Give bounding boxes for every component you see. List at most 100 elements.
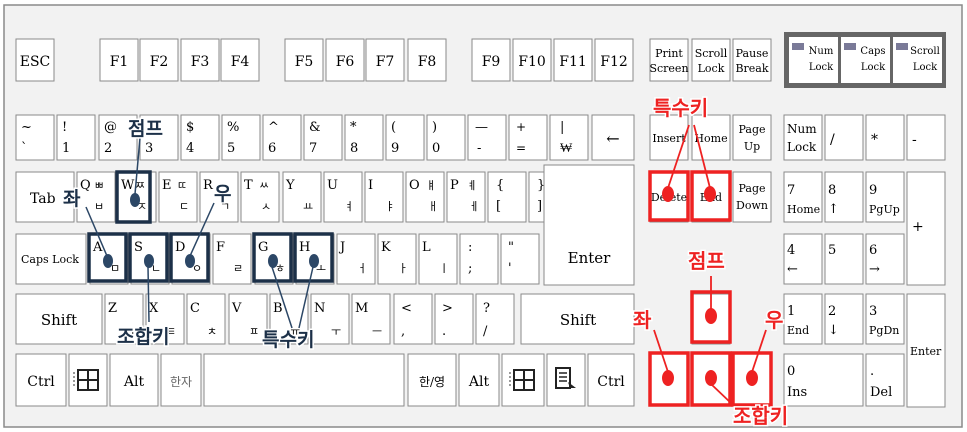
key-t-label: T (244, 178, 253, 193)
key-k-label: K (381, 240, 391, 255)
key-period-label: . (442, 324, 446, 339)
highlight-delete (648, 170, 690, 222)
key-pause-label-1: Pause (736, 47, 769, 60)
key-u-label: U (327, 178, 338, 193)
key-scroll-label-1: Scroll (695, 47, 728, 60)
key-t (240, 171, 280, 223)
key-9 (385, 114, 425, 161)
key-lctrl-label: Ctrl (27, 374, 55, 390)
shift-row: Shift Z ㅋ X ㅌ C ㅊ V ㅍ B ㅠ N ㅜ M ㅡ < , > … (15, 293, 946, 408)
key-7-top: & (309, 120, 321, 135)
key-lbrace: { (496, 178, 504, 193)
key-m (351, 293, 391, 345)
key-lbracket-label: [ (496, 199, 501, 214)
key-f5-label: F5 (295, 54, 314, 70)
key-pause-label-2: Break (735, 62, 768, 75)
key-quote-bot: ' (508, 261, 512, 276)
key-l (418, 233, 458, 285)
key-j (336, 233, 376, 285)
key-np2-label: 2 (828, 304, 836, 319)
key-t-ko2: ㅆ (259, 179, 269, 192)
led-scroll-label-1: Scroll (910, 46, 940, 57)
key-f-ko: ㄹ (233, 262, 243, 275)
key-f12-label: F12 (600, 54, 628, 70)
key-c (186, 293, 226, 345)
key-3 (139, 114, 179, 161)
key-home-label: Home (694, 132, 727, 145)
key-np6-label: 6 (869, 243, 877, 258)
key-l-label: L (422, 240, 431, 255)
key-f2 (139, 38, 179, 82)
key-minus (467, 114, 507, 161)
key-np8 (824, 171, 864, 223)
key-x (145, 293, 185, 345)
key-space (203, 353, 405, 407)
key-tilde-bot: ` (21, 141, 28, 156)
dot-h (309, 254, 319, 268)
key-esc-label: ESC (20, 54, 51, 70)
key-f9-label: F9 (482, 54, 501, 70)
dot-left (662, 370, 674, 386)
key-f10 (512, 38, 552, 82)
key-b-ko: ㅠ (290, 325, 300, 338)
key-question-label: ? (483, 301, 490, 316)
key-f6-label: F6 (336, 54, 355, 70)
function-row: ESC F1 F2 F3 F4 F5 F6 F7 F8 F9 F10 F11 F… (15, 38, 772, 82)
menu-key-icon (555, 367, 576, 389)
key-6 (262, 114, 302, 161)
key-lshift (15, 293, 103, 345)
key-d-ko: ㅇ (192, 262, 202, 275)
key-p-ko2: ㅖ (467, 179, 477, 192)
led-scroll-light (896, 43, 908, 50)
key-q-ko: ㅂ (94, 200, 104, 213)
key-l-ko: ㅣ (439, 262, 449, 275)
key-equals (508, 114, 548, 161)
key-np-plus (906, 171, 946, 286)
leader-left (85, 206, 108, 257)
key-r (199, 171, 239, 223)
key-np-minus (906, 114, 946, 161)
key-3-bot: 3 (145, 141, 153, 156)
highlight-left (648, 351, 690, 407)
label-left-right: 우 (214, 183, 231, 205)
key-quote-top: " (508, 240, 514, 255)
key-np7 (783, 171, 823, 223)
led-caps-label-2: Lock (861, 62, 886, 73)
key-f7 (365, 38, 405, 82)
key-v-ko: ㅍ (249, 325, 259, 338)
key-f1-label: F1 (110, 54, 129, 70)
key-np1 (783, 293, 823, 345)
key-lctrl (15, 353, 67, 407)
key-np8-sub: ↑ (828, 202, 839, 217)
key-np-plus-label: + (912, 219, 924, 235)
label-right-right: 우 (765, 308, 783, 332)
key-equals-top: + (516, 120, 526, 134)
highlight-right (731, 351, 773, 407)
key-f11-label: F11 (559, 54, 587, 70)
key-lbracket (487, 171, 527, 223)
key-scroll-lock (691, 38, 731, 82)
key-y-label: Y (285, 178, 295, 193)
key-np2-sub: ↓ (828, 323, 839, 338)
key-gt-label: > (442, 301, 453, 316)
key-np6-sub: → (869, 262, 880, 277)
highlight-g (252, 232, 293, 283)
key-colon-label: : (468, 240, 472, 255)
key-f11 (553, 38, 593, 82)
key-k-ko: ㅏ (398, 262, 408, 275)
key-v (228, 293, 268, 345)
key-minus-top: — (475, 120, 488, 135)
key-lalt-label: Alt (123, 374, 145, 390)
key-f8 (407, 38, 447, 82)
key-f1 (99, 38, 139, 82)
key-semicolon (459, 233, 499, 285)
key-ralt-label: Alt (468, 374, 490, 390)
key-u (323, 171, 363, 223)
key-np-slash-label: / (830, 132, 835, 148)
key-b-label: B (273, 301, 283, 316)
highlight-end (690, 170, 732, 222)
key-print-label-1: Print (655, 47, 683, 60)
key-np9-sub: PgUp (869, 203, 900, 216)
dot-delete (662, 186, 674, 202)
